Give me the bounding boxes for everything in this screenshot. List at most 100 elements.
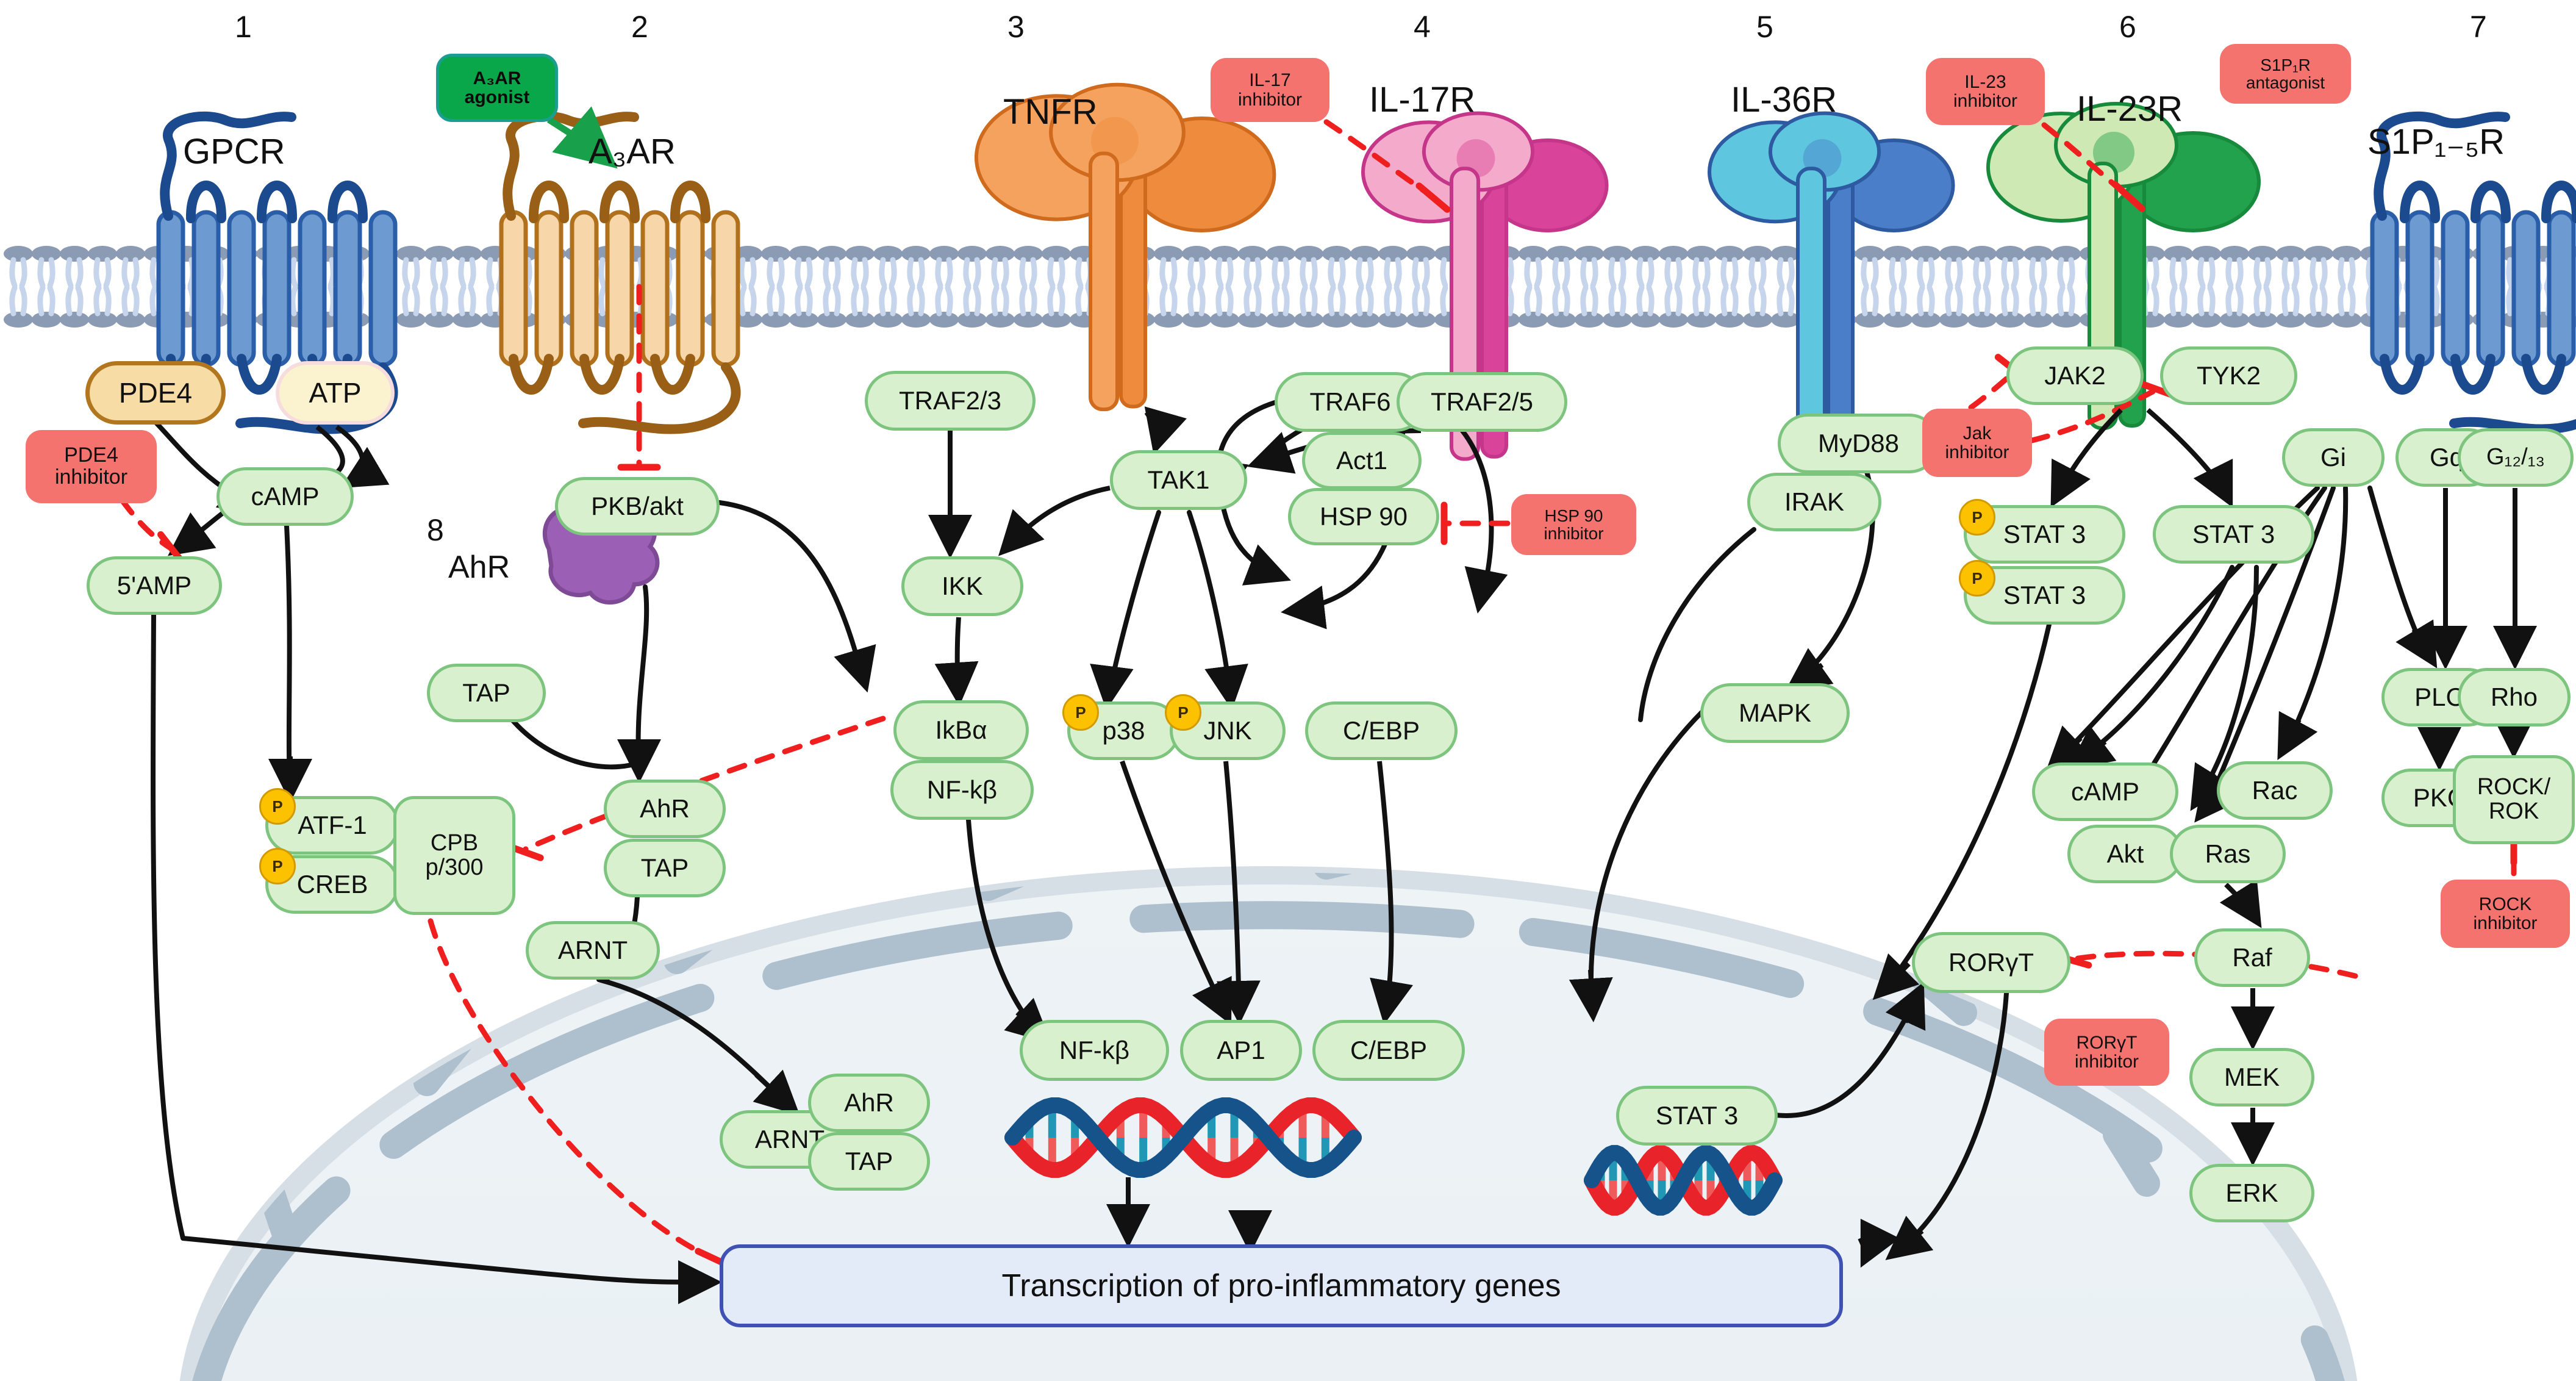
connector-line — [2205, 486, 2336, 808]
node-cebp-nucleus[interactable]: C/EBP — [1312, 1020, 1465, 1081]
node-arnt-cytosol[interactable]: ARNT — [526, 921, 660, 980]
inhibitor-s1p1r-antagonist[interactable]: S1P₁R antagonist — [2220, 44, 2351, 104]
atp-to-camp — [335, 425, 390, 489]
inhibition-line — [428, 918, 715, 1261]
node-ahr-nucleus[interactable]: AhR — [808, 1074, 930, 1132]
section-number-2: 2 — [631, 10, 648, 44]
section-number-8: 8 — [427, 513, 444, 547]
inhibition-line — [2029, 389, 2156, 443]
inhibitor-pde4[interactable]: PDE4 inhibitor — [26, 430, 157, 503]
node-tyk2[interactable]: TYK2 — [2160, 346, 2297, 405]
node-camp-2[interactable]: cAMP — [2032, 762, 2178, 821]
node-jak2[interactable]: JAK2 — [2006, 346, 2144, 405]
node-raf[interactable]: Raf — [2194, 928, 2310, 987]
phospho-badge-p38: P — [1062, 694, 1099, 731]
node-akt[interactable]: Akt — [2067, 825, 2183, 883]
phospho-badge-atf1: P — [259, 788, 296, 825]
node-cebp-cytosol[interactable]: C/EBP — [1305, 701, 1458, 760]
node-g12-13[interactable]: G₁₂/₁₃ — [2458, 428, 2574, 487]
node-rac[interactable]: Rac — [2217, 761, 2333, 820]
node-stat3-nucleus[interactable]: STAT 3 — [1616, 1086, 1778, 1146]
node-mek[interactable]: MEK — [2189, 1048, 2314, 1107]
phospho-badge-stat3-b: P — [1959, 560, 1995, 597]
arrow — [1784, 648, 1834, 692]
node-ikba[interactable]: IkBα — [893, 700, 1029, 760]
node-traf2-3[interactable]: TRAF2/3 — [865, 371, 1036, 431]
node-pde4[interactable]: PDE4 — [85, 361, 226, 425]
cebp-to-nucleus — [1370, 761, 1414, 1025]
node-irak[interactable]: IRAK — [1747, 473, 1881, 531]
arrow — [2045, 725, 2093, 772]
connector-line — [717, 500, 856, 649]
agonist-a3ar[interactable]: A₃AR agonist — [436, 54, 558, 122]
node-rho[interactable]: Rho — [2458, 668, 2571, 726]
node-tap-complex[interactable]: TAP — [604, 839, 726, 897]
connector-line — [151, 612, 185, 1241]
node-tak1[interactable]: TAK1 — [1110, 450, 1247, 510]
inhibitor-hsp90[interactable]: HSP 90 inhibitor — [1511, 494, 1636, 555]
inhibitor-il23[interactable]: IL-23 inhibitor — [1926, 58, 2045, 125]
connector-line — [509, 716, 643, 770]
node-p38[interactable]: p38 — [1067, 701, 1180, 760]
node-hsp90[interactable]: HSP 90 — [1288, 488, 1439, 545]
arrow — [1090, 663, 1134, 710]
arrow — [2277, 711, 2318, 761]
node-myd88[interactable]: MyD88 — [1778, 414, 1939, 473]
node-ap1[interactable]: AP1 — [1180, 1020, 1302, 1081]
inhibitor-rock[interactable]: ROCK inhibitor — [2441, 880, 2570, 948]
connector-line — [2367, 486, 2427, 653]
p38-to-ap1 — [1120, 760, 1232, 1025]
connector-line — [1106, 510, 1161, 699]
single-pass-receptor — [975, 82, 1276, 412]
jnk-to-ap1 — [1216, 761, 1261, 1025]
inhibitor-il17[interactable]: IL-17 inhibitor — [1211, 58, 1329, 122]
node-cpb-p300[interactable]: CPB p/300 — [393, 796, 515, 915]
inhibition-line — [523, 716, 886, 852]
node-ahr-cytosol[interactable]: AhR — [604, 780, 726, 838]
section-number-4: 4 — [1414, 10, 1431, 44]
receptor-label-a3ar: A₃AR — [589, 132, 676, 171]
node-nfkb-nucleus[interactable]: NF-kβ — [1020, 1020, 1169, 1081]
receptor-label-il17r: IL-17R — [1369, 80, 1476, 120]
node-tap-cytosol[interactable]: TAP — [427, 664, 546, 722]
node-act1[interactable]: Act1 — [1302, 432, 1422, 489]
node-nfkb-cytosol[interactable]: NF-kβ — [890, 760, 1034, 820]
dna-helix-stat3 — [1584, 1145, 1783, 1216]
inhibitor-rorgt[interactable]: RORγT inhibitor — [2044, 1019, 2169, 1086]
receptor-label-gpcr: GPCR — [183, 132, 285, 171]
node-5amp[interactable]: 5'AMP — [87, 556, 222, 615]
node-rorgt[interactable]: RORγT — [1912, 932, 2070, 993]
node-rock-rok[interactable]: ROCK/ ROK — [2453, 755, 2575, 844]
node-mapk[interactable]: MAPK — [1700, 683, 1850, 743]
arrow — [1281, 586, 1327, 630]
inhibition-bar — [1415, 182, 1451, 213]
node-traf2-5[interactable]: TRAF2/5 — [1397, 372, 1567, 432]
node-erk[interactable]: ERK — [2189, 1164, 2314, 1222]
single-pass-receptor — [1986, 102, 2261, 430]
ikk-to-ikba — [934, 617, 979, 706]
connector-line — [1187, 510, 1233, 699]
ras-to-raf — [2219, 879, 2262, 928]
section-number-1: 1 — [235, 10, 252, 44]
node-traf6[interactable]: TRAF6 — [1275, 372, 1426, 432]
node-camp-1[interactable]: cAMP — [216, 467, 354, 526]
stat3-branch — [1858, 1218, 1900, 1268]
connector-line — [1638, 527, 1756, 722]
node-tap-nucleus[interactable]: TAP — [808, 1132, 930, 1191]
arrow — [1464, 566, 1508, 614]
inhibition-line — [1968, 368, 2019, 411]
phospho-badge-creb: P — [259, 848, 296, 884]
node-atp[interactable]: ATP — [276, 361, 395, 425]
node-pkb-akt[interactable]: PKB/akt — [555, 477, 720, 536]
single-pass-receptor — [1361, 111, 1609, 461]
node-gi[interactable]: Gi — [2282, 428, 2385, 487]
arrow — [834, 644, 876, 693]
connector-line — [284, 523, 293, 795]
node-stat3-right[interactable]: STAT 3 — [2153, 505, 2314, 564]
transcription-output-box[interactable]: Transcription of pro-inflammatory genes — [720, 1244, 1843, 1327]
node-ras[interactable]: Ras — [2170, 825, 2286, 883]
inhibitor-jak[interactable]: Jak inhibitor — [1922, 409, 2032, 477]
node-ikk[interactable]: IKK — [901, 556, 1023, 616]
